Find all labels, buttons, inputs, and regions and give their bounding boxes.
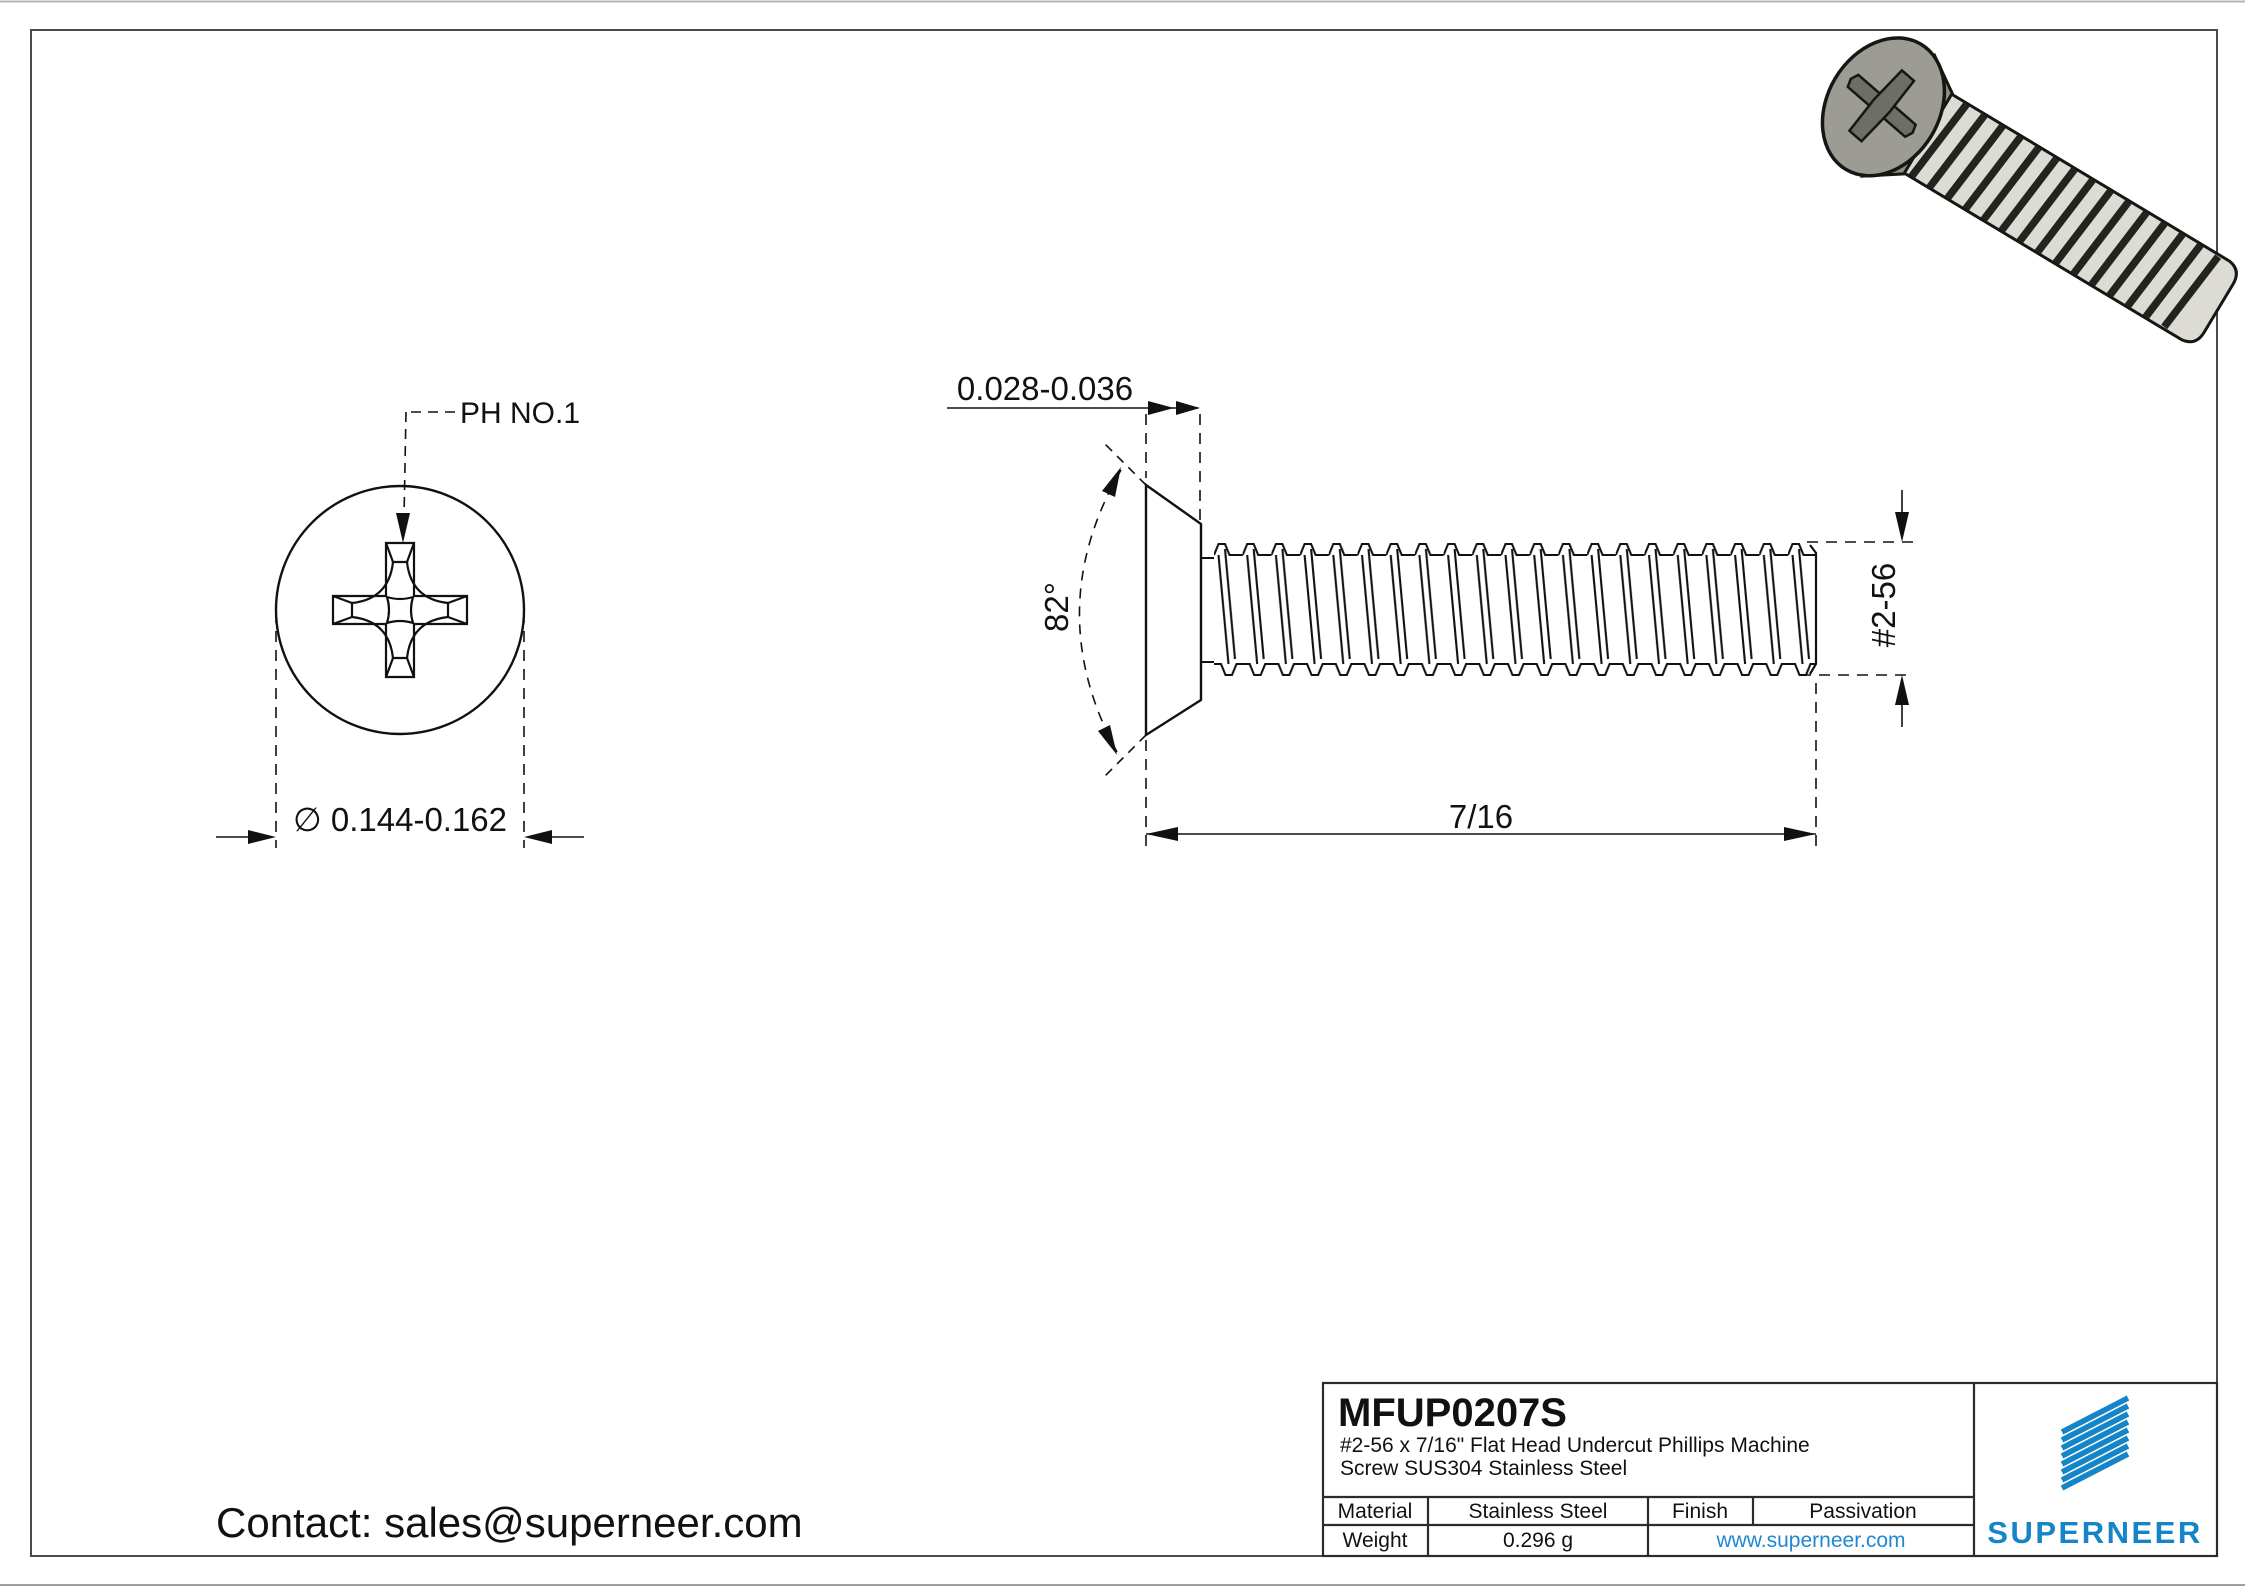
side-head <box>1144 482 1203 738</box>
contact-text: Contact: sales@superneer.com <box>216 1499 803 1546</box>
thread-size-label: #2-56 <box>1865 563 1902 647</box>
finish-value: Passivation <box>1809 1500 1916 1523</box>
head-circle <box>274 484 526 736</box>
weight-value: 0.296 g <box>1503 1529 1573 1552</box>
brand-logo-icon <box>2060 1395 2130 1491</box>
title-block-border <box>1321 1381 2219 1558</box>
website-link[interactable]: www.superneer.com <box>1715 1529 1905 1552</box>
description-line1: #2-56 x 7/16" Flat Head Undercut Phillip… <box>1340 1434 1810 1457</box>
description-line2: Screw SUS304 Stainless Steel <box>1340 1457 1627 1480</box>
undercut-neck <box>1201 557 1214 663</box>
phillips-recess <box>331 541 469 679</box>
head-dia-dimension <box>216 612 584 848</box>
title-block <box>1321 1381 2219 1558</box>
material-label: Material <box>1338 1500 1413 1523</box>
angle-dimension <box>1078 442 1147 778</box>
screw-3d-render <box>1820 36 2238 344</box>
part-number: MFUP0207S <box>1338 1391 1567 1435</box>
head-height-dimension <box>947 401 1201 520</box>
brand-name: SUPERNEER <box>1987 1515 2202 1550</box>
weight-label: Weight <box>1343 1529 1408 1552</box>
thread-zone <box>1214 542 1816 677</box>
angle-label: 82° <box>1038 582 1075 632</box>
thread-size-dimension <box>1800 490 1914 727</box>
ph-label: PH NO.1 <box>460 397 580 430</box>
material-value: Stainless Steel <box>1469 1500 1608 1523</box>
head-height-label: 0.028-0.036 <box>957 370 1133 407</box>
shaft-end <box>1809 544 1818 675</box>
top-view <box>216 411 584 848</box>
length-dimension <box>1145 683 1817 848</box>
ph-leader <box>396 411 455 543</box>
finish-label: Finish <box>1672 1500 1728 1523</box>
side-view <box>947 401 1914 848</box>
head-dia-label: ∅ 0.144-0.162 <box>293 801 507 838</box>
sheet-frame <box>30 29 2218 1557</box>
length-label: 7/16 <box>1449 798 1513 835</box>
